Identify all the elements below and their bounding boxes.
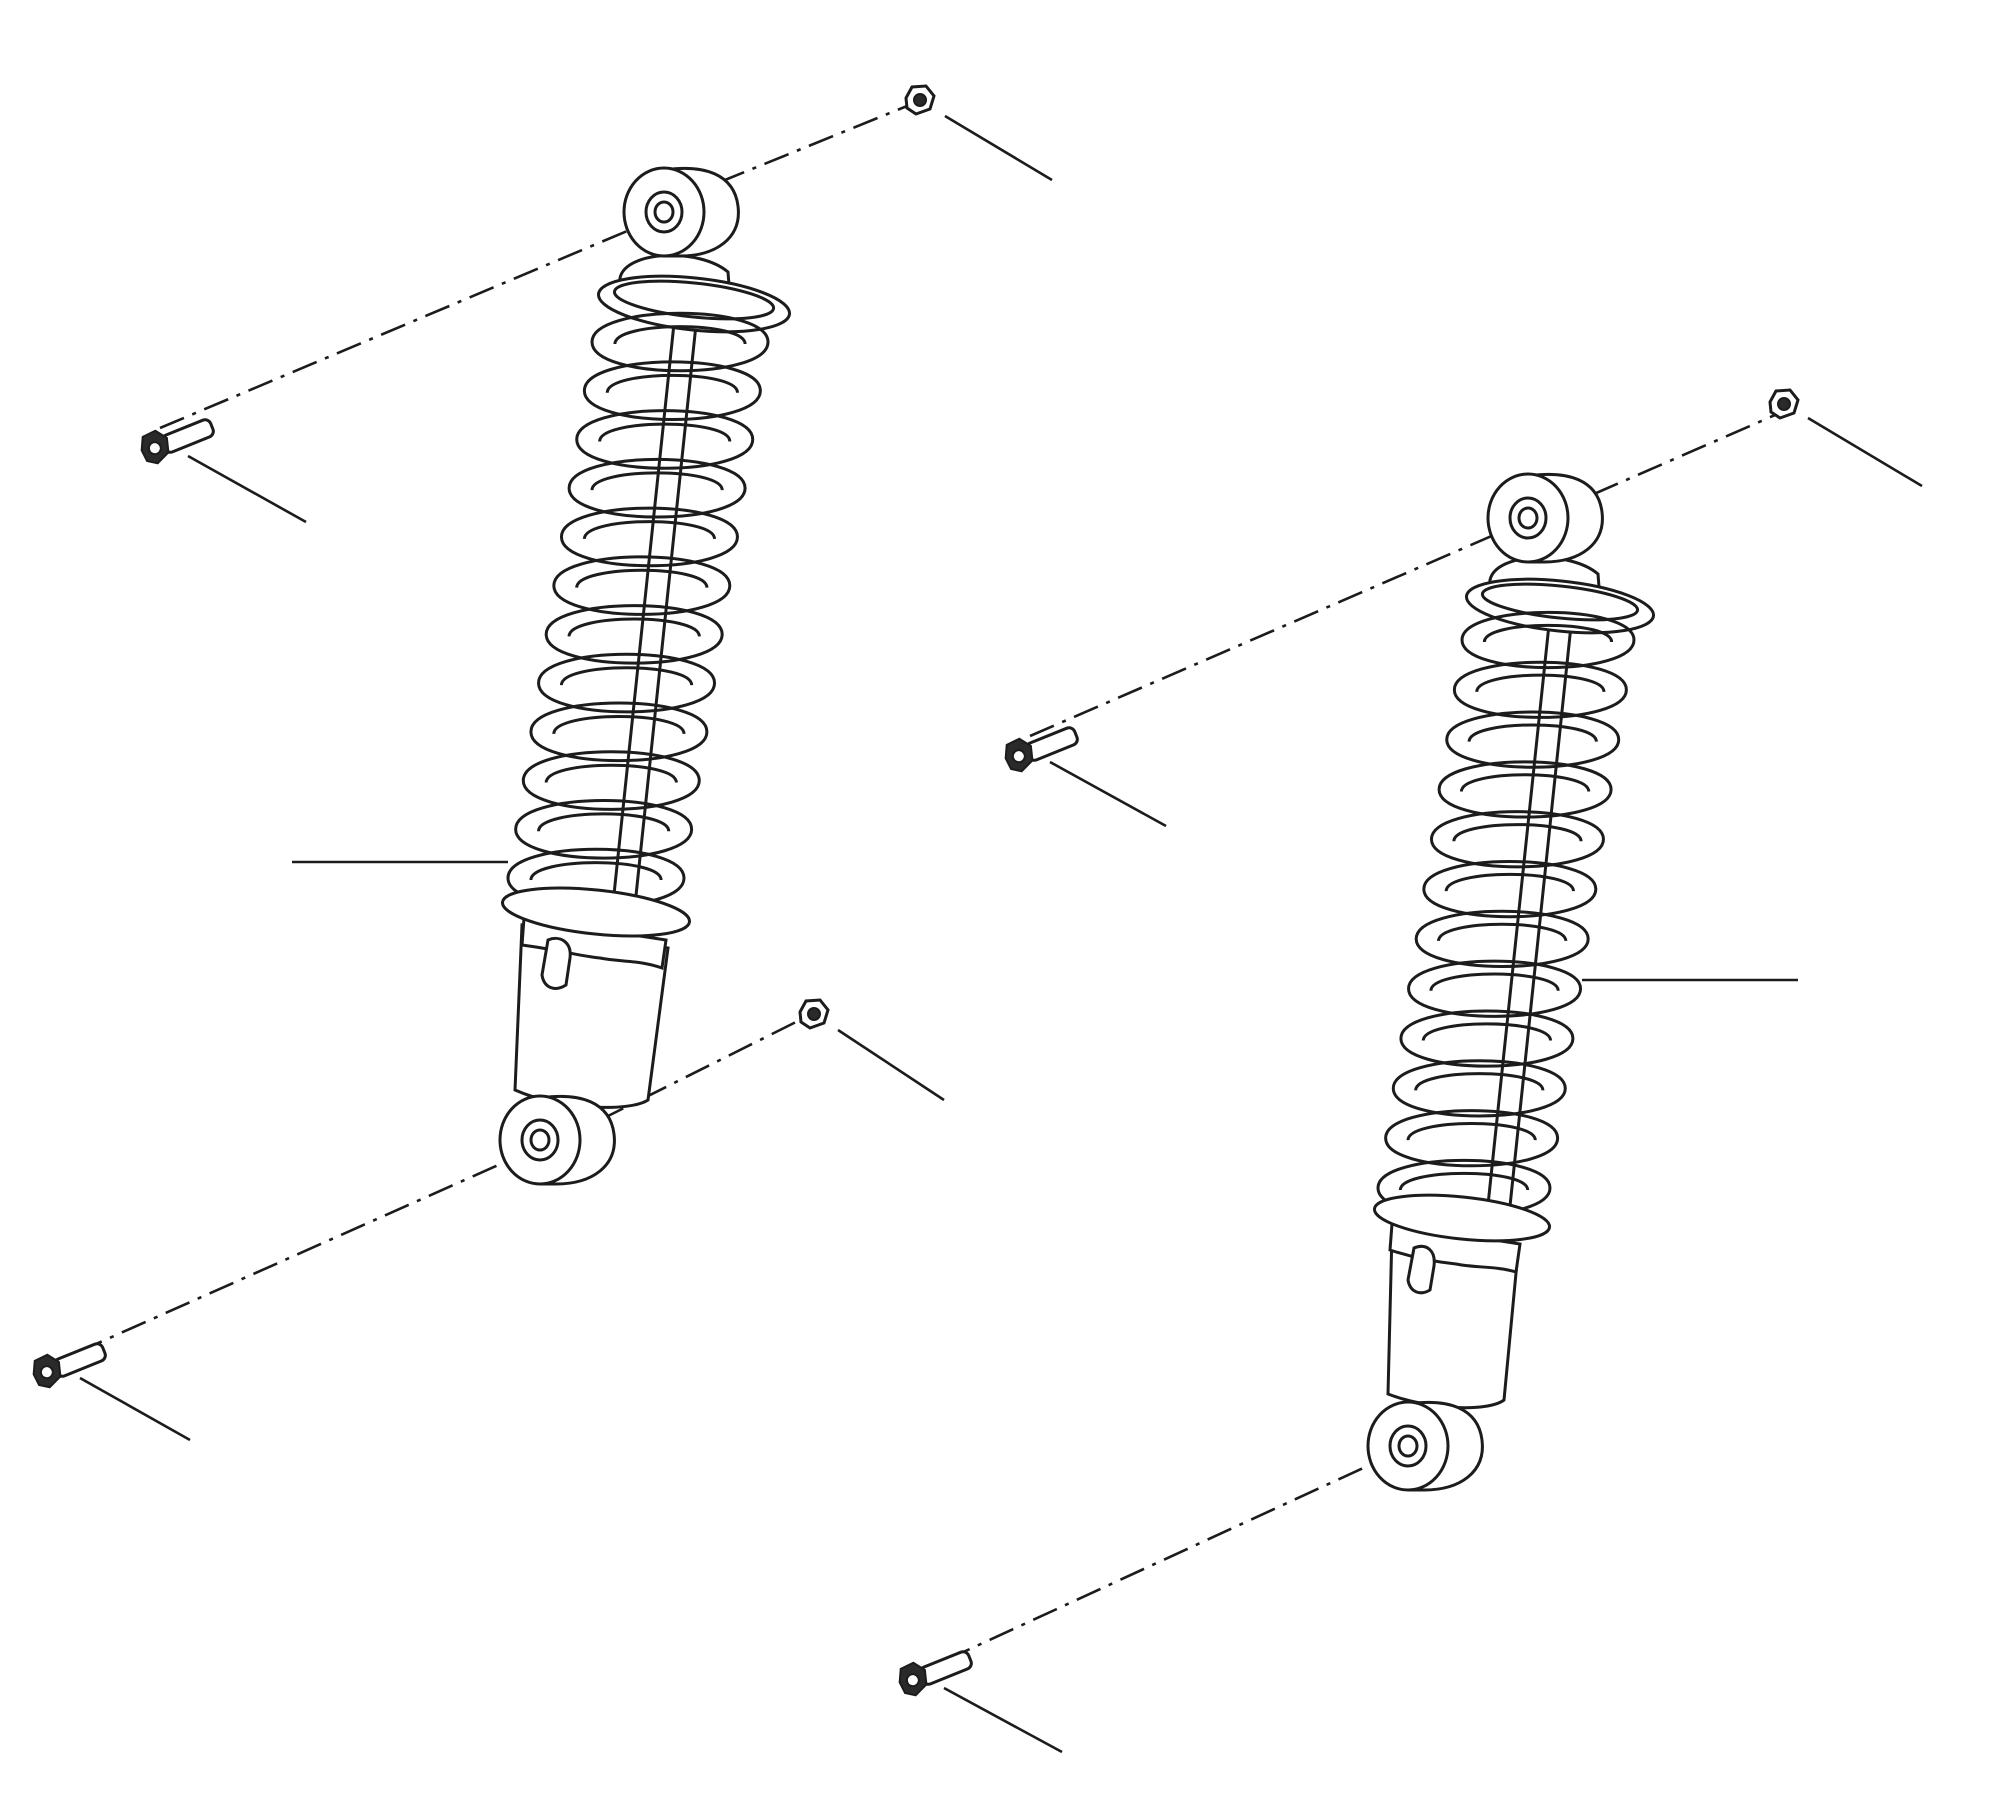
coil-turn [1445, 710, 1621, 769]
coil-turn-inner [567, 617, 701, 637]
right-upper-bolt-axis [1029, 520, 1525, 738]
coil-turn-inner [1437, 922, 1568, 942]
coil-turn-inner [1414, 1072, 1545, 1091]
right-upper-mount-eye [1486, 472, 1604, 564]
coil-turn [1429, 810, 1605, 869]
left-upper-bolt-axis [159, 216, 659, 430]
left-lower-spring-seat [500, 886, 692, 938]
leader-right-upper-bolt [1049, 760, 1167, 828]
coil-turn [514, 798, 694, 860]
coil-turn-inner [559, 666, 694, 686]
right-shock-shaft [1484, 608, 1574, 1232]
left-lower-bolt [27, 1333, 111, 1393]
left-coil-spring [506, 311, 770, 909]
coil-turn-inner [1475, 673, 1606, 693]
left-upper-nut [904, 84, 936, 116]
left-lower-bolt-axis [77, 1148, 533, 1354]
right-shock-assembly [893, 388, 1923, 1754]
coil-turn [552, 555, 732, 616]
coil-turn-inner [1444, 872, 1575, 892]
coil-turn-inner [598, 422, 732, 442]
coil-turn [1384, 1109, 1560, 1168]
coil-turn [1407, 959, 1583, 1018]
leader-right-upper-nut [1807, 416, 1923, 488]
right-lower-spring-seat [1372, 1193, 1552, 1243]
coil-turn-inner [1429, 972, 1560, 992]
left-damper-collar [520, 916, 668, 971]
left-upper-mount-eye [622, 166, 740, 258]
leader-right-lower-bolt [943, 1686, 1063, 1754]
coil-turn-inner [1398, 1171, 1530, 1191]
coil-turn [582, 360, 762, 422]
coil-turn [544, 604, 724, 665]
coil-turn-inner [590, 471, 724, 491]
left-upper-bolt [135, 409, 219, 469]
right-upper-nut-axis [1593, 410, 1783, 496]
left-shock-assembly [27, 84, 1053, 1442]
coil-turn [1399, 1009, 1575, 1068]
coil-turn [521, 750, 701, 811]
left-upper-nut-axis [719, 102, 913, 184]
coil-turn-inner [537, 812, 671, 832]
coil-turn [1391, 1059, 1567, 1118]
coil-turn-inner [613, 325, 747, 345]
coil-turn [567, 457, 747, 519]
coil-turn [559, 506, 739, 568]
leader-left-lower-nut [837, 1028, 945, 1102]
leader-left-upper-nut [944, 114, 1053, 182]
right-lower-bolt [893, 1641, 977, 1701]
coil-turn [1414, 909, 1590, 969]
right-lower-mount-eye [1366, 1400, 1484, 1492]
leader-left-upper-bolt [187, 454, 307, 524]
coil-turn-inner [582, 520, 717, 540]
coil-turn-inner [605, 373, 739, 394]
coil-turn-inner [529, 861, 663, 881]
coil-turn-inner [1452, 823, 1583, 842]
coil-turn-inner [1421, 1022, 1553, 1042]
right-upper-nut [1768, 388, 1800, 420]
right-lower-bolt-axis [945, 1450, 1399, 1662]
left-lower-mount-eye [498, 1094, 616, 1186]
coil-turn-inner [1459, 773, 1591, 792]
left-lower-nut [798, 998, 830, 1030]
coil-turn-inner [552, 714, 686, 735]
coil-turn [529, 701, 709, 763]
coil-turn-inner [575, 568, 709, 589]
coil-turn [1437, 760, 1613, 819]
leader-left-lower-bolt [79, 1376, 191, 1442]
right-upper-bolt [999, 717, 1083, 777]
coil-turn [575, 409, 755, 470]
right-damper-collar [1388, 1222, 1522, 1274]
coil-turn-inner [544, 763, 678, 784]
coil-turn [1422, 859, 1598, 919]
right-coil-spring [1376, 610, 1636, 1218]
coil-turn-inner [1406, 1122, 1537, 1141]
coil-turn-inner [1482, 623, 1614, 643]
coil-turn-inner [1467, 723, 1598, 743]
coil-turn [537, 652, 717, 714]
coil-turn [590, 311, 770, 373]
